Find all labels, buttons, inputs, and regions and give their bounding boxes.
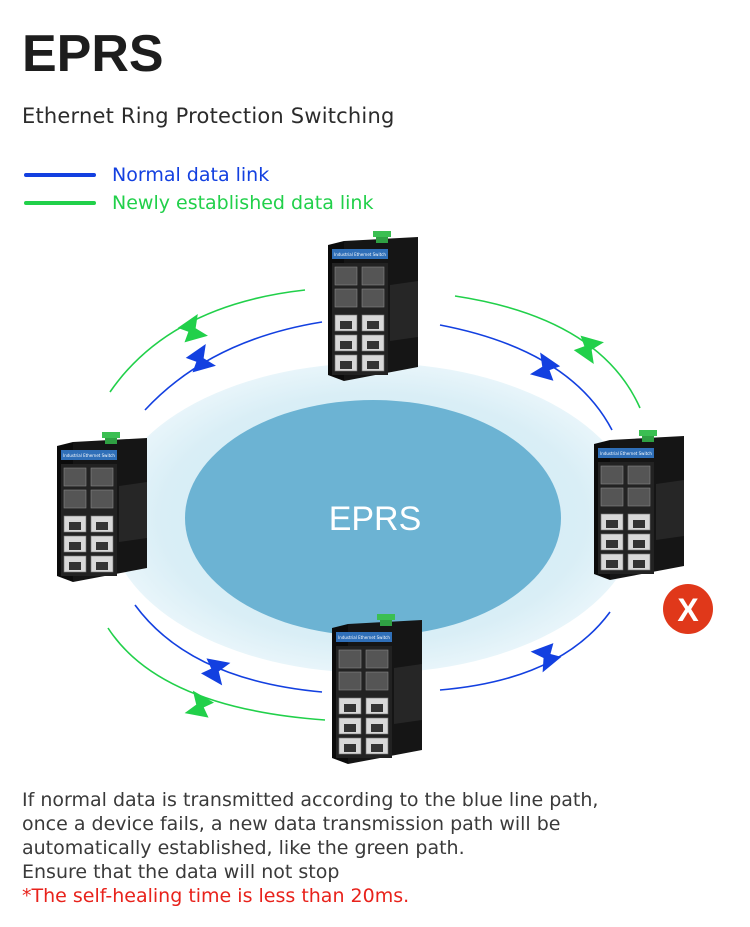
self-healing-note: *The self-healing time is less than 20ms…	[22, 885, 410, 907]
switch-right	[593, 429, 685, 581]
legend-new-link: Newly established data link	[24, 190, 373, 216]
green-link-top-right	[454, 295, 641, 409]
switch-bottom	[331, 613, 423, 765]
page-title: EPRS	[22, 25, 164, 83]
arrow-icon	[529, 352, 561, 381]
failure-x-label: X	[677, 592, 699, 628]
legend-normal-link: Normal data link	[24, 162, 269, 188]
caption-line: If normal data is transmitted according …	[22, 789, 599, 811]
legend-normal-label: Normal data link	[112, 164, 270, 186]
page-subtitle: Ethernet Ring Protection Switching	[22, 104, 395, 128]
caption-line: Ensure that the data will not stop	[22, 861, 340, 883]
ring-inner	[185, 400, 561, 636]
arrow-icon	[530, 643, 562, 673]
arrow-icon	[185, 344, 216, 373]
ring-diagram: Industrial Ethernet Switch EPRS	[56, 230, 713, 765]
legend-blue-line	[24, 173, 96, 177]
arrow-icon	[573, 335, 604, 364]
caption-line: automatically established, like the gree…	[22, 837, 465, 859]
failure-x-icon	[663, 584, 713, 634]
arrow-icon	[177, 314, 208, 343]
blue-link-left-top	[144, 321, 323, 411]
explanation-text: If normal data is transmitted according …	[22, 788, 722, 908]
green-link-bottom-left	[107, 627, 326, 721]
center-label: EPRS	[329, 500, 422, 538]
blue-link-right-bottom	[439, 611, 611, 691]
switch-top	[327, 230, 419, 382]
legend-new-label: Newly established data link	[112, 192, 374, 214]
caption-line: once a device fails, a new data transmis…	[22, 813, 561, 835]
switch-left	[56, 431, 148, 583]
arrow-icon	[200, 658, 231, 686]
arrow-icon	[184, 690, 215, 718]
legend-green-line	[24, 201, 96, 205]
